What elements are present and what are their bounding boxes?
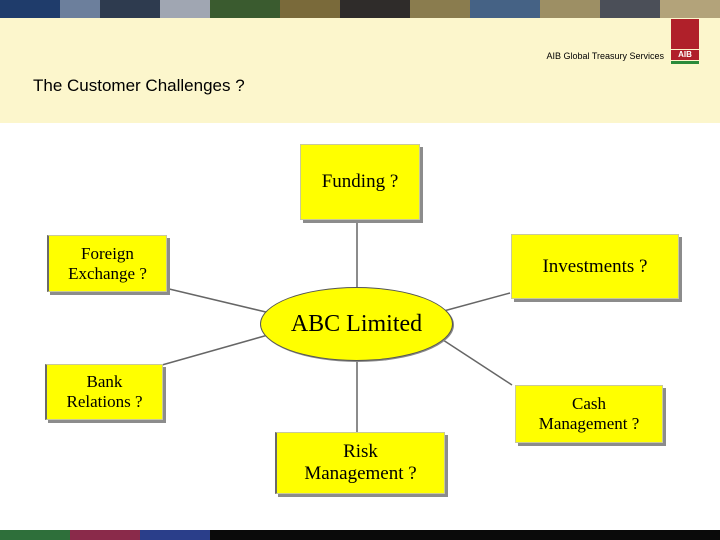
node-bank-relations: Bank Relations ? — [45, 364, 163, 420]
node-bank-relations-line1: Bank — [87, 372, 123, 392]
node-foreign-exchange-line2: Exchange ? — [68, 264, 147, 284]
footer-color-bar — [0, 530, 720, 540]
node-abc-limited-label: ABC Limited — [291, 311, 422, 338]
node-investments: Investments ? — [511, 234, 679, 299]
connector-cash — [440, 338, 512, 385]
node-risk-management: Risk Management ? — [275, 432, 445, 494]
node-abc-limited: ABC Limited — [260, 287, 453, 361]
connector-investments — [440, 293, 510, 312]
node-funding-label: Funding ? — [322, 171, 399, 193]
connector-bank — [162, 335, 268, 365]
node-investments-label: Investments ? — [542, 256, 647, 278]
node-cash-management: Cash Management ? — [515, 385, 663, 443]
connector-fx — [165, 288, 270, 313]
node-risk-management-line2: Management ? — [304, 463, 416, 485]
node-cash-management-line1: Cash — [572, 394, 606, 414]
node-foreign-exchange: Foreign Exchange ? — [47, 235, 167, 292]
node-risk-management-line1: Risk — [343, 441, 378, 463]
node-funding: Funding ? — [300, 144, 420, 220]
node-bank-relations-line2: Relations ? — [66, 392, 142, 412]
node-cash-management-line2: Management ? — [539, 414, 640, 434]
node-foreign-exchange-line1: Foreign — [81, 244, 134, 264]
